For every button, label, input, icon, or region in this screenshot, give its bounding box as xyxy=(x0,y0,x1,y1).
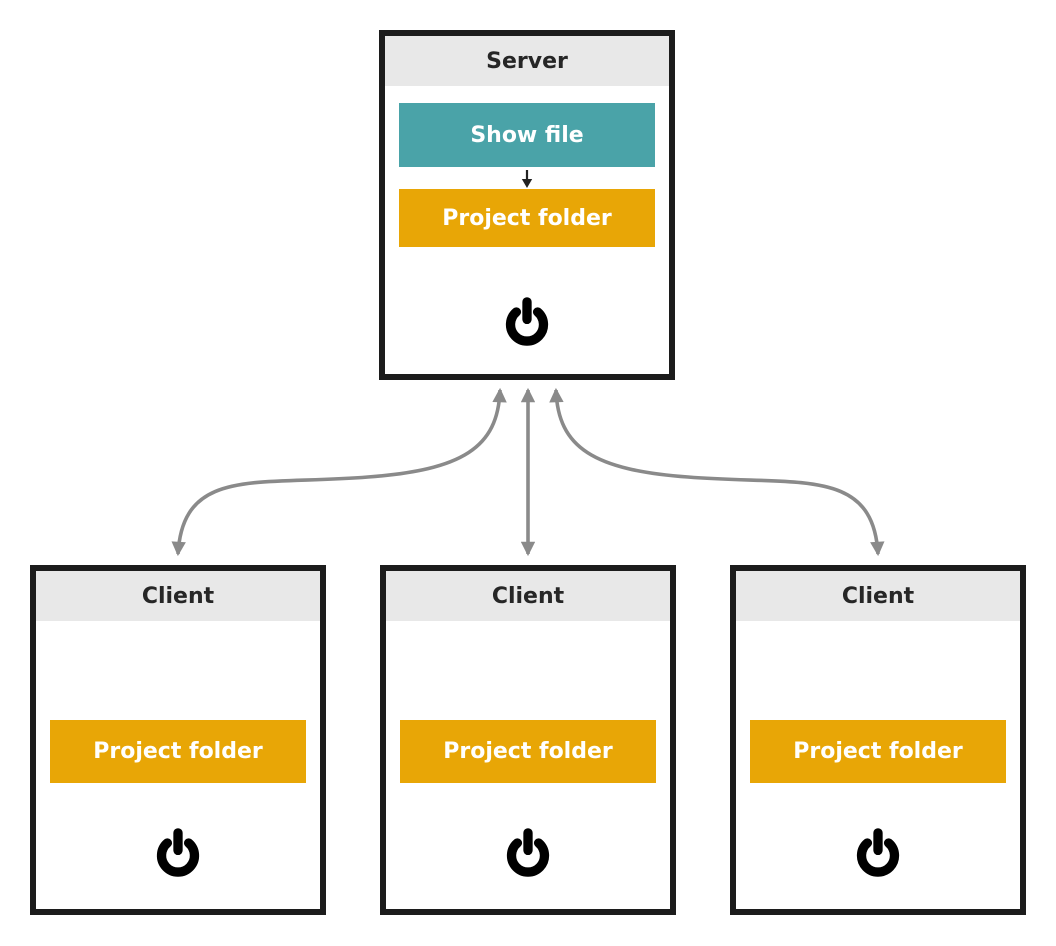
client-title: Client xyxy=(491,583,565,609)
show-file-button[interactable]: Show file xyxy=(399,103,655,167)
power-icon[interactable] xyxy=(502,827,554,879)
client-body: Project folder xyxy=(736,621,1020,909)
arrow-server-client1 xyxy=(171,387,507,557)
server-project-folder-button[interactable]: Project folder xyxy=(399,189,655,247)
client1-project-folder-button[interactable]: Project folder xyxy=(50,720,306,783)
power-icon[interactable] xyxy=(501,296,553,348)
client-title: Client xyxy=(841,583,915,609)
client-header: Client xyxy=(386,571,670,621)
server-body: Show file Project folder xyxy=(385,86,669,374)
power-icon[interactable] xyxy=(152,827,204,879)
down-arrow-icon xyxy=(521,170,533,188)
server-title: Server xyxy=(486,48,568,74)
client-body: Project folder xyxy=(386,621,670,909)
client-body: Project folder xyxy=(36,621,320,909)
power-icon[interactable] xyxy=(852,827,904,879)
client3-project-folder-button[interactable]: Project folder xyxy=(750,720,1006,783)
client-node-2: Client Project folder xyxy=(380,565,676,915)
server-header: Server xyxy=(385,36,669,86)
client2-project-folder-button[interactable]: Project folder xyxy=(400,720,656,783)
client-node-1: Client Project folder xyxy=(30,565,326,915)
client-node-3: Client Project folder xyxy=(730,565,1026,915)
client-header: Client xyxy=(736,571,1020,621)
client-header: Client xyxy=(36,571,320,621)
client-title: Client xyxy=(141,583,215,609)
arrow-server-client3 xyxy=(549,387,885,557)
server-node: Server Show file Project folder xyxy=(379,30,675,380)
